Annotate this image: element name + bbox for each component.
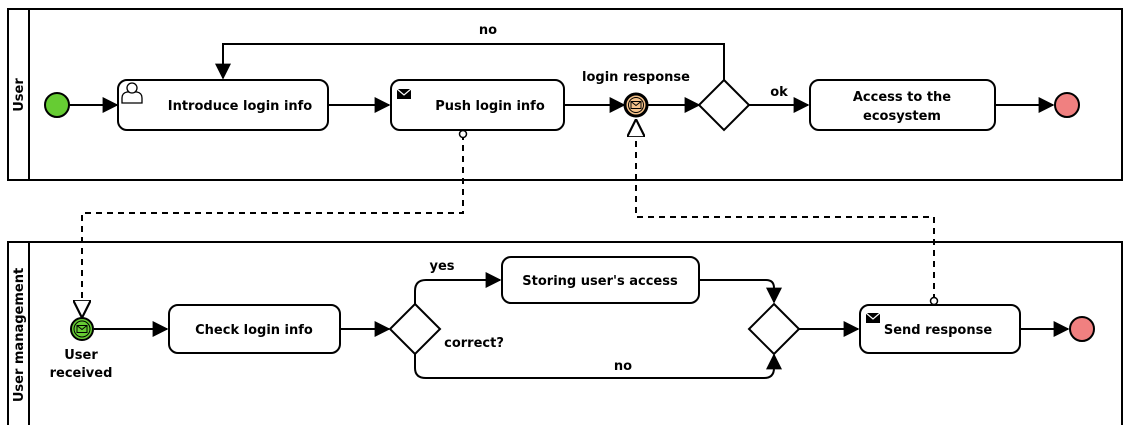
task-access-ecosystem[interactable]: Access to the ecosystem: [809, 79, 996, 131]
user-received-label-line2: received: [50, 366, 113, 381]
task-push-login-info[interactable]: Push login info: [390, 79, 565, 131]
lane-user-management-label: User management: [12, 268, 27, 402]
gateway-correct: [388, 302, 442, 356]
envelope-icon: [630, 101, 642, 109]
message-flow-login-request: [82, 134, 464, 316]
envelope-icon: [76, 325, 88, 333]
login-response-event: login response: [582, 70, 690, 118]
login-response-label: login response: [582, 70, 690, 85]
flow-gateway-no-loop: [215, 43, 725, 80]
edge-label-correct: correct?: [444, 336, 504, 351]
gateway-ok-check: [697, 78, 751, 132]
edge-label-ok: ok: [770, 85, 788, 100]
flow-storing-to-merge: [699, 279, 782, 304]
start-event: [44, 92, 70, 118]
task-storing-user-access[interactable]: Storing user's access: [501, 256, 700, 304]
end-event-user: [1054, 92, 1080, 118]
user-icon: [121, 82, 143, 104]
gateway-merge: [747, 302, 801, 356]
lane-user-management: User management: [7, 241, 1123, 425]
message-flow-source-dot: [458, 129, 468, 139]
end-event-management: [1069, 316, 1095, 342]
flow-gateway-no: [414, 353, 782, 379]
task-access-label-line2: ecosystem: [863, 109, 941, 124]
edge-label-no-top: no: [479, 23, 497, 38]
task-access-label-line1: Access to the: [853, 90, 951, 105]
lane-user: User: [7, 8, 1123, 181]
edge-label-yes: yes: [429, 259, 454, 274]
task-send-response[interactable]: Send response: [859, 304, 1021, 354]
flow-gateway-yes: [414, 272, 502, 304]
task-check-label: Check login info: [195, 323, 313, 338]
task-storing-label: Storing user's access: [522, 274, 678, 289]
lane-user-label: User: [12, 78, 27, 112]
task-send-label: Send response: [884, 323, 992, 338]
send-envelope-icon: [396, 88, 412, 99]
message-flow-response: [636, 121, 935, 300]
edge-label-no-bottom: no: [614, 359, 632, 374]
task-push-label: Push login info: [435, 99, 545, 114]
send-envelope-icon: [865, 312, 881, 323]
task-introduce-login-info[interactable]: Introduce login info: [117, 79, 329, 131]
user-received-label-line1: User: [64, 348, 98, 363]
task-introduce-label: Introduce login info: [168, 99, 313, 114]
task-check-login-info[interactable]: Check login info: [168, 304, 341, 354]
user-received-event: User received: [50, 317, 113, 381]
message-flow-response-dot: [929, 296, 939, 306]
